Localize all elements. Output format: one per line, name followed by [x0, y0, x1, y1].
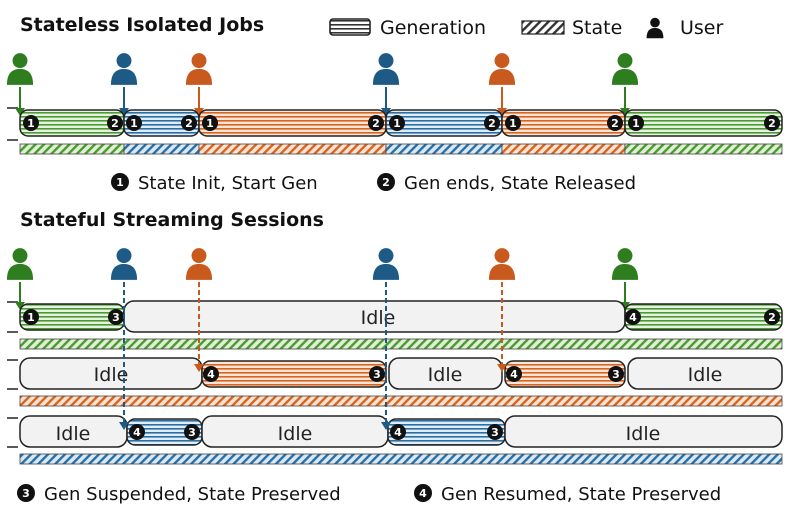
svg-text:3: 3 — [491, 426, 499, 439]
svg-text:2: 2 — [111, 117, 119, 130]
idle-label: Idle — [626, 423, 661, 445]
user-icon — [6, 53, 34, 85]
idle-label: Idle — [688, 364, 723, 386]
legend-user-label: User — [680, 17, 723, 39]
user-icon — [110, 53, 138, 85]
svg-text:4: 4 — [629, 311, 637, 324]
user-icon — [611, 248, 639, 280]
svg-text:1: 1 — [206, 117, 214, 130]
svg-text:2: 2 — [768, 311, 776, 324]
svg-text:2: 2 — [372, 117, 380, 130]
legend-user-icon — [646, 17, 664, 39]
legend-generation-swatch — [329, 18, 371, 36]
svg-text:4: 4 — [207, 368, 215, 381]
note-state-init: 1 State Init, Start Gen — [111, 173, 318, 194]
idle-bar — [504, 415, 783, 448]
note-gen-resumed-text: Gen Resumed, State Preserved — [441, 484, 721, 505]
state-bar — [19, 338, 783, 350]
generation-bar — [624, 109, 783, 137]
generation-bar — [504, 360, 626, 388]
user-icon — [185, 248, 213, 280]
legend-state-label: State — [572, 17, 622, 39]
idle-label: Idle — [361, 307, 396, 329]
svg-text:3: 3 — [112, 311, 120, 324]
generation-bar — [624, 303, 783, 331]
legend-state-swatch — [521, 20, 565, 35]
user-icon — [611, 53, 639, 85]
state-bar — [501, 143, 626, 155]
svg-text:2: 2 — [768, 117, 776, 130]
svg-text:4: 4 — [510, 368, 518, 381]
svg-text:1: 1 — [130, 117, 138, 130]
state-bar — [19, 453, 783, 465]
user-icon — [185, 53, 213, 85]
svg-text:3: 3 — [22, 487, 30, 500]
svg-text:1: 1 — [27, 117, 35, 130]
generation-bar — [198, 109, 387, 137]
note-gen-ends: 2 Gen ends, State Released — [377, 173, 636, 194]
state-bar — [19, 143, 125, 155]
svg-text:2: 2 — [185, 117, 193, 130]
legend-generation-label: Generation — [380, 17, 486, 39]
svg-text:2: 2 — [488, 117, 496, 130]
state-bar — [385, 143, 503, 155]
note-gen-resumed: 4 Gen Resumed, State Preserved — [414, 484, 721, 505]
legend: Generation State User — [329, 17, 723, 39]
note-gen-suspended: 3 Gen Suspended, State Preserved — [17, 484, 341, 505]
svg-text:3: 3 — [612, 368, 620, 381]
user-icon — [372, 53, 400, 85]
user-icon — [110, 248, 138, 280]
svg-text:1: 1 — [632, 117, 640, 130]
idle-label: Idle — [56, 423, 91, 445]
user-icon — [488, 53, 516, 85]
idle-bar — [627, 357, 783, 390]
svg-text:2: 2 — [382, 176, 390, 189]
user-icon — [6, 248, 34, 280]
user-icon — [488, 248, 516, 280]
svg-text:3: 3 — [188, 426, 196, 439]
idle-label: Idle — [278, 423, 313, 445]
user-icon — [372, 248, 400, 280]
svg-text:1: 1 — [27, 311, 35, 324]
state-bar — [123, 143, 200, 155]
svg-text:1: 1 — [393, 117, 401, 130]
svg-text:4: 4 — [394, 426, 402, 439]
svg-text:1: 1 — [509, 117, 517, 130]
state-bar — [198, 143, 387, 155]
note-gen-ends-text: Gen ends, State Released — [404, 173, 636, 194]
idle-label: Idle — [428, 364, 463, 386]
svg-text:4: 4 — [133, 426, 141, 439]
state-bar — [624, 143, 783, 155]
svg-text:3: 3 — [373, 368, 381, 381]
state-bar — [19, 395, 783, 407]
stateful-section: Idle 1 3 4 2 Idle Idle Idle 4 3 4 3 Idle… — [6, 248, 783, 505]
stateful-title: Stateful Streaming Sessions — [20, 209, 324, 231]
stateless-section: 1 2 1 2 1 2 1 2 1 2 1 2 1 State Init, St… — [6, 53, 783, 194]
idle-bar — [388, 357, 503, 390]
stateless-title: Stateless Isolated Jobs — [20, 14, 264, 36]
note-state-init-text: State Init, Start Gen — [138, 173, 318, 194]
svg-text:4: 4 — [419, 487, 427, 500]
note-gen-suspended-text: Gen Suspended, State Preserved — [44, 484, 341, 505]
svg-text:2: 2 — [611, 117, 619, 130]
idle-label: Idle — [94, 364, 129, 386]
generation-bar — [201, 360, 387, 388]
svg-text:1: 1 — [116, 176, 124, 189]
